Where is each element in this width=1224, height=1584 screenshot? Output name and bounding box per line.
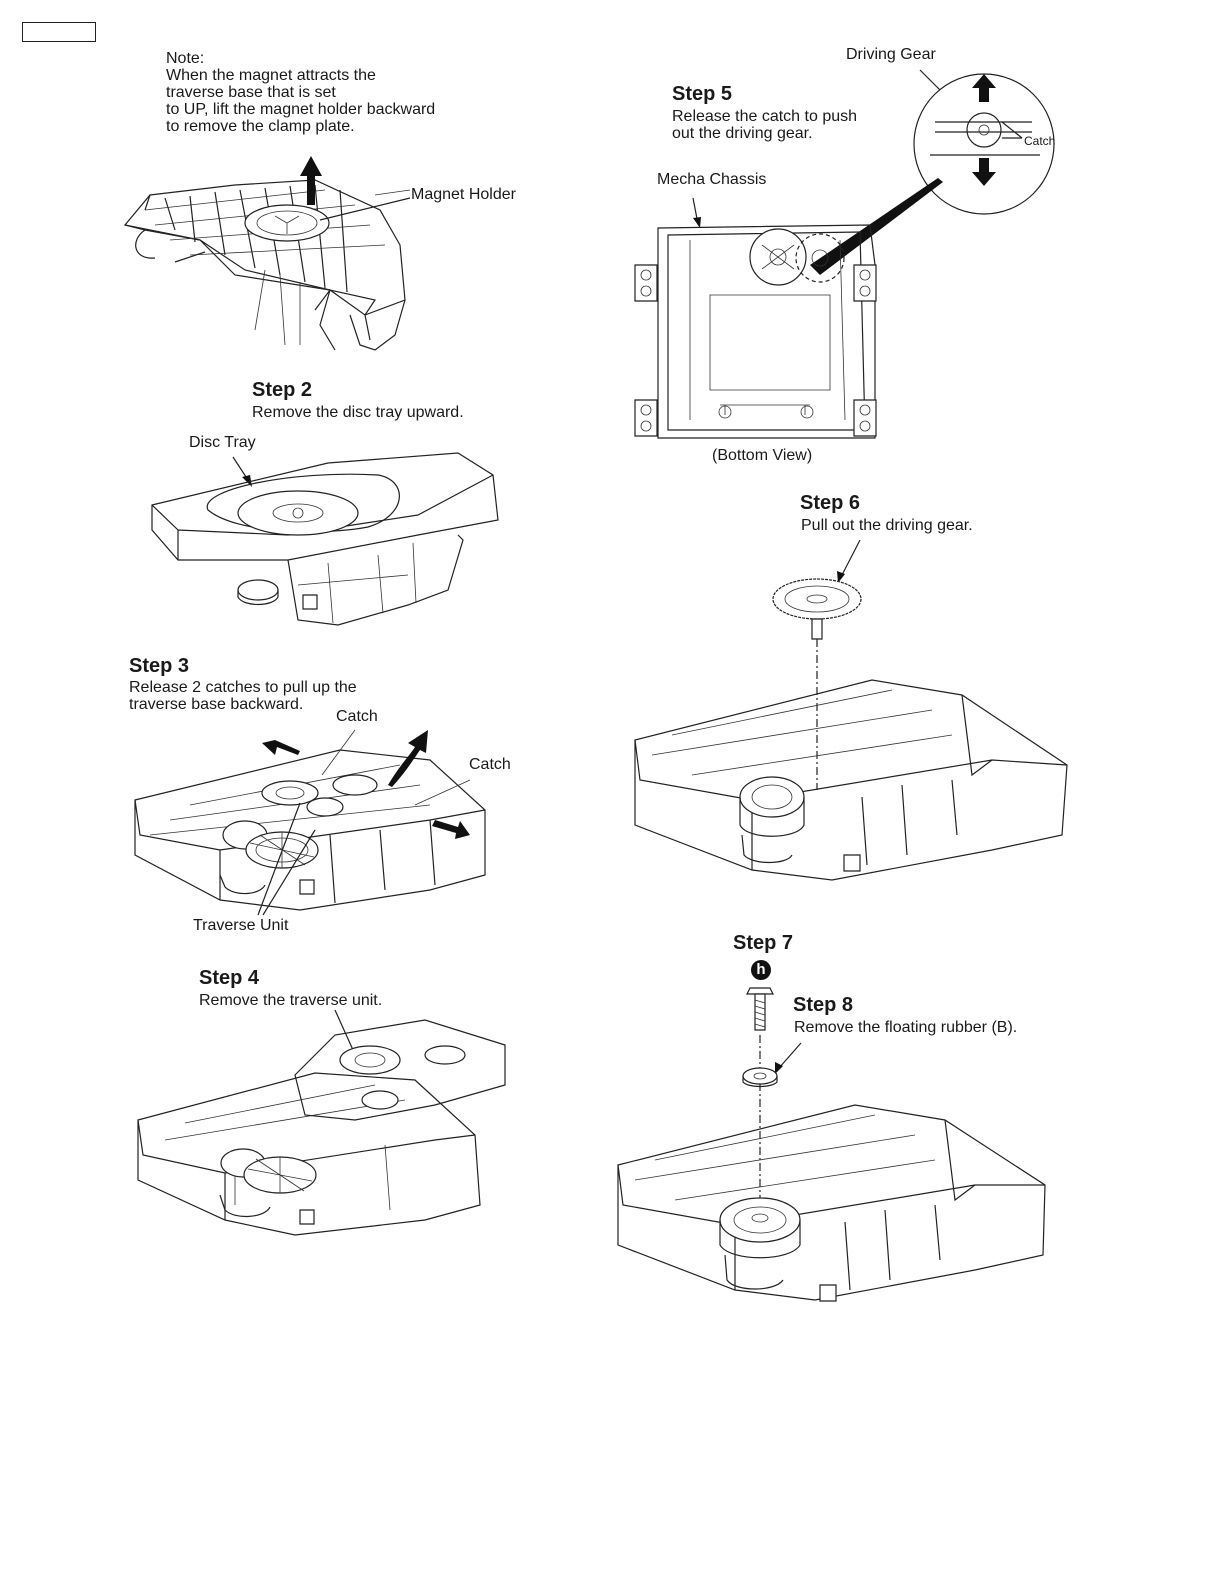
label-catch-step5: Catch bbox=[1024, 134, 1056, 148]
step2-title: Step 2 bbox=[252, 379, 313, 401]
label-catch-step3-right: Catch bbox=[469, 756, 511, 773]
label-disc-tray: Disc Tray bbox=[189, 434, 256, 451]
traverse-unit-removal-illustration bbox=[135, 1005, 515, 1245]
note-heading: Note: bbox=[166, 50, 205, 67]
driving-gear-removal-illustration bbox=[632, 535, 1072, 910]
step2-text: Remove the disc tray upward. bbox=[252, 404, 464, 421]
label-mecha-chassis: Mecha Chassis bbox=[657, 171, 767, 188]
step6-text: Pull out the driving gear. bbox=[801, 517, 973, 534]
step5-line-1: Release the catch to push bbox=[672, 108, 858, 125]
disc-tray-illustration bbox=[148, 435, 508, 635]
step4-text: Remove the traverse unit. bbox=[199, 992, 383, 1009]
label-bottom-view: (Bottom View) bbox=[712, 447, 813, 464]
step7-title: Step 7 bbox=[733, 932, 794, 954]
mecha-chassis-bottom-view-illustration bbox=[630, 60, 1070, 450]
label-catch-step3-upper: Catch bbox=[336, 708, 378, 725]
floating-rubber-removal-illustration bbox=[615, 980, 1055, 1330]
page-number-box bbox=[22, 22, 96, 42]
label-magnet-holder: Magnet Holder bbox=[411, 186, 516, 203]
magnet-holder-illustration bbox=[115, 156, 425, 360]
step5-line-2: out the driving gear. bbox=[672, 125, 813, 142]
step4-title: Step 4 bbox=[199, 967, 260, 989]
step8-text: Remove the floating rubber (B). bbox=[794, 1019, 1018, 1036]
step3-title: Step 3 bbox=[129, 655, 190, 677]
label-traverse-unit: Traverse Unit bbox=[193, 917, 289, 934]
note-line-4: to remove the clamp plate. bbox=[166, 118, 355, 135]
note-line-1: When the magnet attracts the bbox=[166, 67, 376, 84]
label-driving-gear: Driving Gear bbox=[846, 46, 936, 63]
step8-title: Step 8 bbox=[793, 994, 854, 1016]
screw-h-icon: h bbox=[751, 960, 771, 980]
note-line-2: traverse base that is set bbox=[166, 84, 336, 101]
step3-line-1: Release 2 catches to pull up the bbox=[129, 679, 357, 696]
traverse-base-illustration bbox=[130, 725, 490, 925]
step5-title: Step 5 bbox=[672, 83, 733, 105]
note-line-3: to UP, lift the magnet holder backward bbox=[166, 101, 436, 118]
step6-title: Step 6 bbox=[800, 492, 861, 514]
step3-line-2: traverse base backward. bbox=[129, 696, 304, 713]
